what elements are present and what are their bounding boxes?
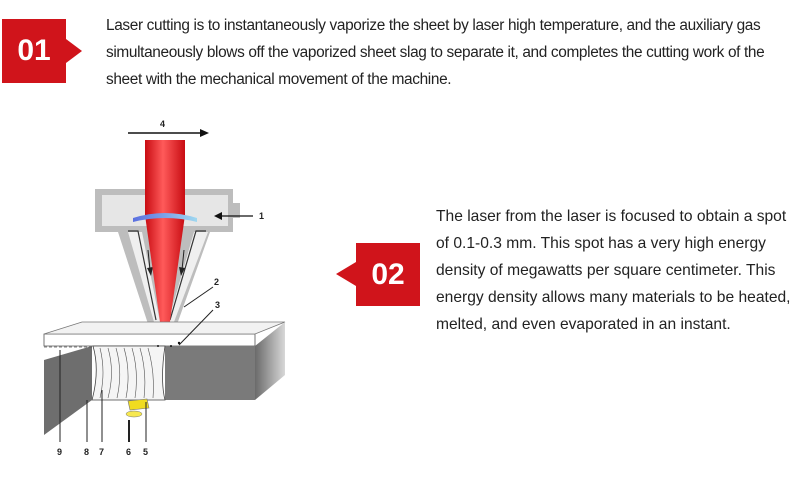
svg-text:2: 2 — [214, 277, 219, 287]
step-number-02: 02 — [371, 257, 405, 291]
svg-text:6: 6 — [126, 447, 131, 457]
svg-text:1: 1 — [259, 211, 264, 221]
bottom-leader-lines — [59, 350, 147, 442]
focusing-lens — [133, 213, 197, 222]
svg-text:9: 9 — [57, 447, 62, 457]
svg-text:4: 4 — [160, 119, 165, 129]
step-02-description: The laser from the laser is focused to o… — [436, 208, 791, 333]
step-number-01: 01 — [17, 34, 51, 67]
gas-flow-arrows — [147, 249, 185, 276]
leader-lines: 2 3 — [157, 277, 220, 347]
step-badge-01: 01 — [2, 19, 82, 83]
svg-text:7: 7 — [99, 447, 104, 457]
molten-slag — [125, 398, 150, 418]
laser-beam — [145, 140, 185, 350]
bottom-labels: 9 8 7 6 5 — [57, 447, 148, 457]
step-01-description: Laser cutting is to instantaneously vapo… — [106, 17, 765, 88]
svg-text:5: 5 — [143, 447, 148, 457]
svg-text:3: 3 — [215, 300, 220, 310]
motion-arrow-4: 4 — [128, 119, 209, 137]
svg-text:8: 8 — [84, 447, 89, 457]
workpiece — [43, 321, 286, 435]
step-badge-02: 02 — [336, 243, 420, 306]
gas-inlet-arrow-1: 1 — [214, 211, 264, 221]
laser-cutting-diagram: 4 1 — [43, 119, 286, 457]
